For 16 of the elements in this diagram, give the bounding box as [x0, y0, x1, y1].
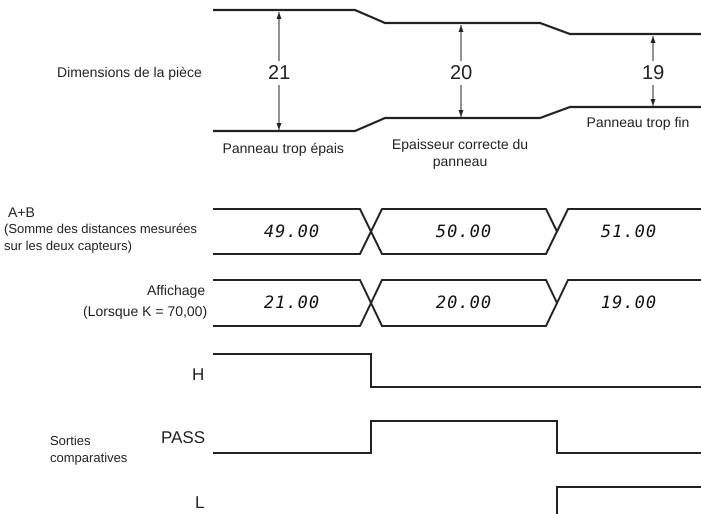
group-label: Sorties comparatives	[50, 432, 128, 466]
display-value: 19.00	[600, 293, 658, 313]
dimension-value: 20	[448, 61, 474, 85]
display-value: 51.00	[600, 222, 658, 242]
dimension-value: 21	[266, 61, 292, 85]
case-label: Epaisseur correcte du panneau	[390, 136, 530, 170]
row-label: Affichage	[147, 282, 206, 299]
row-label: Dimensions de la pièce	[57, 64, 202, 81]
row-label: (Somme des distances mesurées sur les deux capteurs)	[4, 220, 198, 254]
signal-name: PASS	[161, 427, 206, 448]
signal-name: H	[192, 364, 204, 385]
case-label: Panneau trop fin	[586, 114, 690, 131]
case-label: Panneau trop épais	[222, 140, 344, 157]
row-label: A+B	[8, 204, 35, 221]
signal-name: L	[195, 492, 204, 513]
row-label: (Lorsque K = 70,00)	[83, 303, 208, 320]
